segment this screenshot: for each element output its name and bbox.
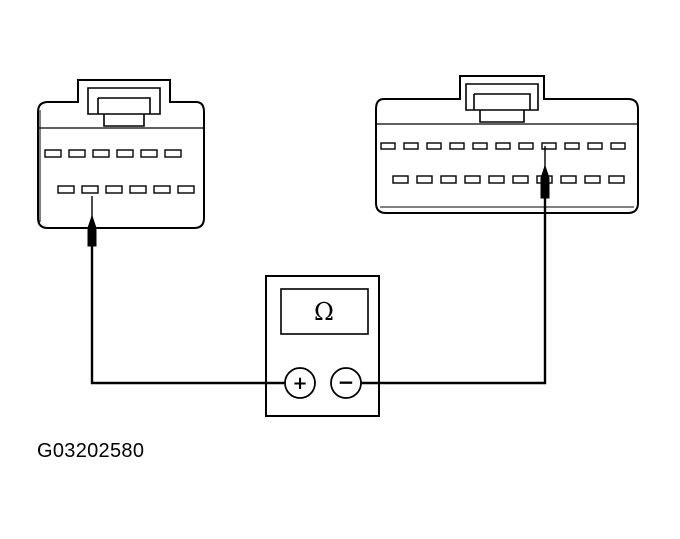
pin-cavity [495,142,511,150]
right-connector [375,75,639,214]
ohm-symbol: Ω [314,298,334,326]
positive-test-lead [90,234,285,385]
pin-cavity [403,142,419,150]
pin-cavity [587,142,603,150]
pin-cavity [140,149,158,158]
pin-cavity [153,185,171,194]
left-connector-latch [87,87,161,127]
pin-cavity [164,149,182,158]
pin-cavity [584,175,601,184]
pin-cavity [92,149,110,158]
left-connector-body [37,79,205,229]
ohmmeter-display [280,288,369,335]
pin-cavity [380,142,396,150]
pin-cavity [392,175,409,184]
pin-cavity [116,149,134,158]
negative-terminal [330,367,362,399]
left-connector [37,79,205,229]
pin-cavity [518,142,534,150]
left-connector-pin-row-bottom [57,185,195,194]
pin-cavity [57,185,75,194]
ohmmeter-body [265,275,380,417]
right-connector-pin-row-bottom [392,175,625,184]
pin-cavity [608,175,625,184]
pin-cavity [440,175,457,184]
right-connector-latch [465,83,539,123]
right-connector-pin-row-top [380,142,626,150]
pin-cavity [129,185,147,194]
pin-cavity [464,175,481,184]
pin-cavity [488,175,505,184]
figure-identifier: G03202580 [37,440,145,462]
pin-cavity [416,175,433,184]
pin-cavity [105,185,123,194]
right-connector-body [375,75,639,214]
negative-test-lead [361,185,547,385]
pin-cavity [610,142,626,150]
pin-cavity [44,149,62,158]
ohmmeter [265,275,380,417]
pin-cavity [564,142,580,150]
pin-cavity [68,149,86,158]
pin-cavity [512,175,529,184]
positive-terminal [284,367,316,399]
pin-cavity [426,142,442,150]
pin-cavity [541,142,557,150]
pin-cavity [472,142,488,150]
left-connector-pin-row-top [44,149,182,158]
pin-cavity [560,175,577,184]
pin-cavity [177,185,195,194]
negative-terminal-label: − [338,370,355,394]
positive-probe-tip [87,214,97,247]
pin-cavity [81,185,99,194]
positive-terminal-label: + [292,373,307,394]
pin-cavity [449,142,465,150]
negative-probe-tip [540,164,550,199]
